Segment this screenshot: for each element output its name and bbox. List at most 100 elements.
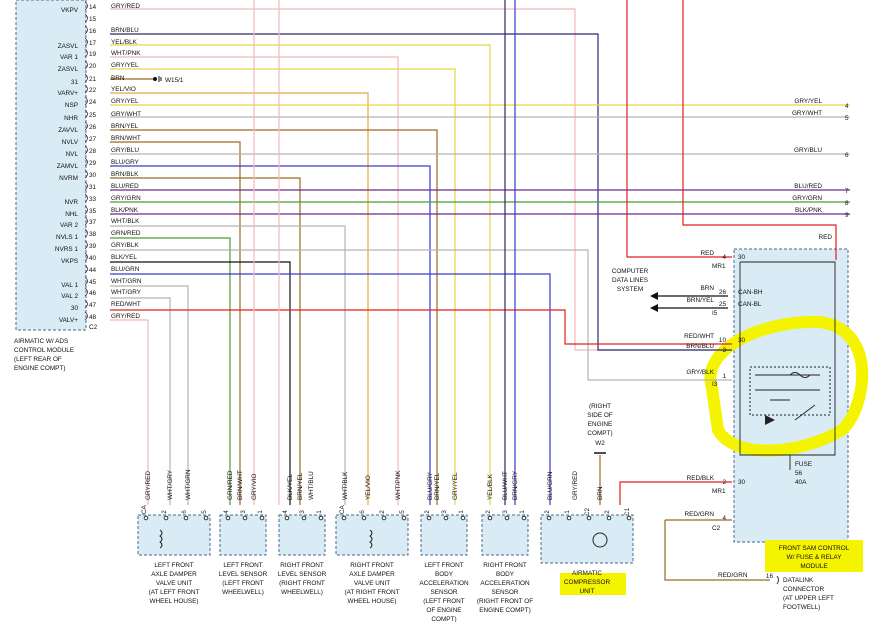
module-pin-number: 16: [89, 28, 97, 35]
pin-bracket: [84, 169, 88, 179]
module-pin-number: 30: [89, 172, 97, 179]
component-label: LEVEL SENSOR: [278, 571, 327, 578]
component-pin-dot: [163, 515, 169, 521]
component-pin-dot: [183, 515, 189, 521]
component-pin: 3: [299, 510, 306, 514]
module-pin-number: 26: [89, 124, 97, 131]
wire-gry-yel-20: [110, 68, 456, 505]
right-ref-wire: GRY/WHT: [792, 110, 822, 117]
module-pin-number: 35: [89, 208, 97, 215]
component-wire: BRN/YEL: [434, 472, 441, 500]
component-pin: 2: [379, 510, 386, 514]
component-wire: WHT/BLU: [308, 471, 315, 500]
module-pin-name: NVLV: [62, 139, 79, 146]
pin-bracket: [84, 133, 88, 143]
component-pin-dot: [606, 515, 612, 521]
sam-pin-wire: RED: [701, 250, 715, 257]
sam-pin-term: CAN-BH: [738, 289, 763, 296]
wire-gry-blk-39: [110, 249, 732, 381]
component-label: VALVE UNIT: [354, 580, 390, 587]
relay-diode: [765, 415, 775, 425]
module-pin-number: 22: [89, 87, 97, 94]
computer-data-label: DATA LINES: [612, 277, 648, 284]
wire-red-blk: [619, 481, 732, 505]
component-wire: GRY/YEL: [452, 472, 459, 500]
right-ref-num: 5: [845, 115, 849, 122]
module-pin-wire: BLK/YEL: [111, 254, 137, 261]
module-pin-wire: BRN/BLU: [111, 27, 139, 34]
module-pin-number: 45: [89, 279, 97, 286]
module-pin-number: 40: [89, 255, 97, 262]
ground-note-label: COMPT): [587, 430, 612, 437]
right-ref-num: 6: [845, 152, 849, 159]
sam-module-label: MODULE: [800, 563, 827, 570]
right-ref-num: 8: [845, 200, 849, 207]
pin-bracket: [84, 264, 88, 274]
module-pin-number: 28: [89, 148, 97, 155]
component-label: (AT LEFT FRONT: [149, 589, 200, 596]
module-pin-wire: WHT/PNK: [111, 50, 141, 57]
module-pin-wire: GRY/WHT: [111, 111, 141, 118]
component-box: [278, 514, 326, 556]
component-pin-dot: [203, 515, 209, 521]
pin-bracket: [84, 216, 88, 226]
component-label: RIGHT FRONT: [280, 562, 324, 569]
right-ref-wire: BLU/RED: [794, 183, 822, 190]
component-label: LEFT FRONT: [154, 562, 193, 569]
sam-red-top: RED: [819, 234, 833, 241]
wire-wht-grn-45: [110, 285, 189, 505]
component-box: [335, 514, 409, 556]
wire-wht-pnk-19: [110, 56, 399, 505]
component-pin: 3: [502, 510, 509, 514]
pin-bracket: [84, 96, 88, 106]
component-pin-dot: [225, 515, 231, 521]
component-pin-dot: [487, 515, 493, 521]
wire-gry-red-14: [110, 8, 732, 351]
module-pin-wire: WHT/GRY: [111, 289, 142, 296]
component-wire: WHT/GRN: [185, 469, 192, 500]
component-pin-dot: [546, 515, 552, 521]
components-layer: [137, 514, 634, 564]
component-wire: YEL/BLK: [487, 473, 494, 500]
right-ref-wire: GRY/YEL: [794, 98, 822, 105]
component-pin: 2: [161, 510, 168, 514]
module-pin-name: NSP: [65, 102, 78, 109]
module-pin-number: 27: [89, 136, 97, 143]
datalink-label: DATALINK: [783, 577, 814, 584]
component-pin-dot: [143, 515, 149, 521]
component-wire: WHT/PNK: [395, 470, 402, 500]
component-pin-dot: [259, 515, 265, 521]
pin-bracket: [84, 311, 88, 321]
module-pin-name: VKPS: [61, 258, 78, 265]
can-bl-arrow: [650, 304, 658, 312]
pin-bracket: [84, 13, 88, 23]
component-wire: WHT/GRY: [167, 469, 174, 500]
component-pin: 1: [564, 510, 571, 514]
component-label: WHEEL HOUSE): [149, 598, 198, 605]
module-pin-number: 25: [89, 112, 97, 119]
module-pin-wire: GRY/YEL: [111, 62, 139, 69]
wire-gry-red-48: [110, 319, 149, 505]
computer-data-label: COMPUTER: [612, 268, 649, 275]
component-pin-dot: [242, 515, 248, 521]
sam-pin-wire: RED/BLK: [687, 475, 715, 482]
component-label: (RIGHT FRONT OF: [477, 598, 533, 605]
module-pin-number: 14: [89, 4, 97, 11]
module-pin-number: 33: [89, 196, 97, 203]
component-pin: 2: [604, 510, 611, 514]
module-pin-wire: BLU/GRY: [111, 159, 140, 166]
airmatic-module-label: (LEFT REAR OF: [14, 356, 62, 363]
module-pin-wire: GRY/GRN: [111, 195, 141, 202]
component-box: [137, 514, 211, 556]
component-pin: 1: [316, 510, 323, 514]
pin-bracket: [84, 287, 88, 297]
relay-lines: [755, 372, 820, 421]
ground-note-label: ENGINE: [588, 421, 613, 428]
wire-red-top-1: [626, 0, 732, 258]
sam-pin-wire: RED/GRN: [685, 511, 715, 518]
wire-blu-gry-29: [110, 165, 431, 505]
sam-pin-num: 2: [722, 479, 726, 486]
datalink-label: (AT UPPER LEFT: [783, 595, 834, 602]
pin-bracket: [84, 299, 88, 309]
